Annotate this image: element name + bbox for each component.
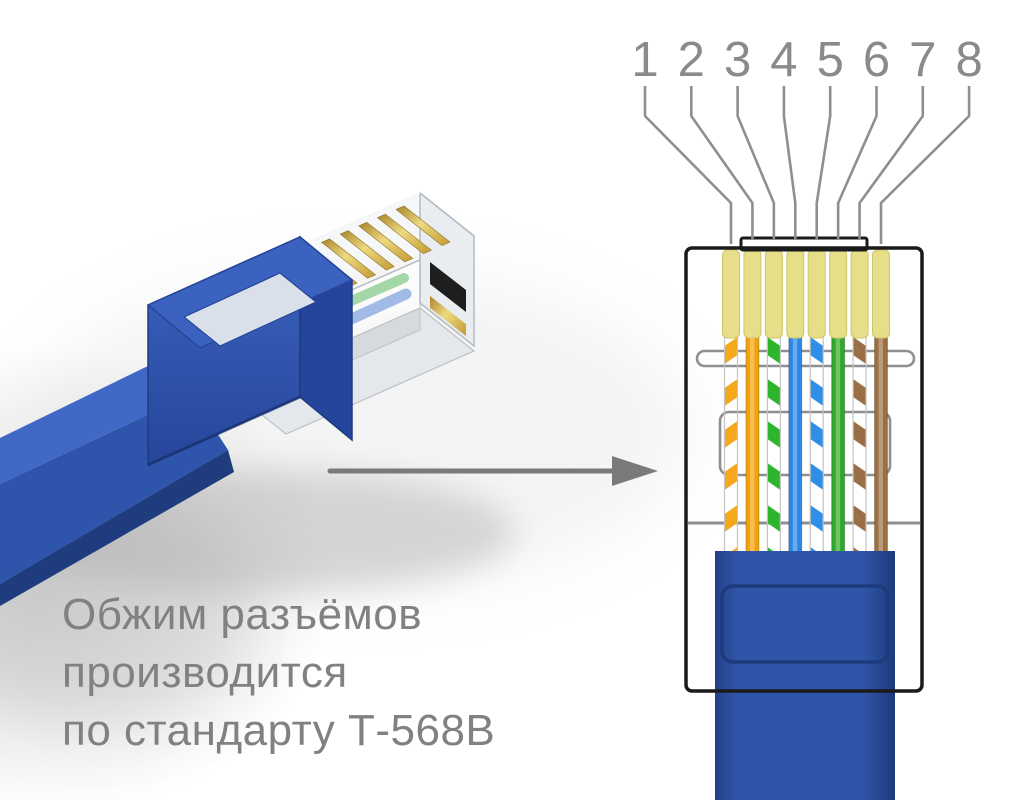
- leader-line-6: [836, 86, 878, 240]
- strain-relief-boot: [146, 235, 354, 467]
- pin-number-label: 3: [724, 33, 751, 87]
- gold-pin-contact: [376, 213, 432, 255]
- pin-number-label: 8: [955, 33, 982, 87]
- wire-white-brown: [852, 336, 867, 553]
- leader-line-5: [815, 86, 832, 240]
- leader-line-3: [736, 86, 776, 240]
- pin-contact-3: [764, 249, 783, 339]
- wire-highlight: [835, 337, 841, 552]
- pin-contact-1: [722, 249, 740, 339]
- connector-outline: [684, 246, 924, 693]
- tip-slot-gold: [430, 296, 466, 336]
- caption-line-1: Обжим разъёмов: [62, 590, 423, 639]
- arrow-right-icon: [327, 456, 658, 486]
- leader-line-8: [879, 86, 971, 244]
- wire-white-green: [766, 336, 781, 553]
- leader-line-4: [782, 86, 797, 240]
- gold-pin-contact: [395, 205, 451, 246]
- leader-line-1: [643, 86, 733, 244]
- pin-number-label: 4: [770, 33, 797, 87]
- pin-contact-5: [807, 249, 826, 339]
- gold-pin-contact: [321, 238, 377, 279]
- caption: Обжим разъёмов производится по стандарту…: [62, 586, 495, 760]
- wire-highlight: [792, 337, 798, 552]
- pin-contact-6: [829, 249, 848, 339]
- cable: [715, 551, 895, 800]
- boot-window: [182, 272, 318, 347]
- caption-line-3: по стандарту Т-568B: [62, 706, 496, 755]
- pin-contact-4: [786, 249, 805, 339]
- pin-number-label: 7: [909, 33, 936, 87]
- wire-highlight: [749, 337, 755, 552]
- wire-highlight: [878, 337, 884, 552]
- contact-bar-guide: [695, 349, 916, 368]
- tip-slot-dark: [430, 262, 466, 312]
- pin-number-label: 1: [631, 33, 658, 87]
- pin-number-label: 6: [863, 33, 890, 87]
- leader-line-2: [689, 86, 754, 240]
- leader-line-7: [858, 86, 925, 240]
- pin-contact-7: [850, 249, 869, 339]
- pin-contact-2: [743, 249, 762, 339]
- pin-contact-8: [872, 249, 891, 339]
- caption-line-2: производится: [62, 648, 348, 697]
- gold-pin-contact: [358, 222, 414, 263]
- wire-white-blue: [809, 336, 824, 553]
- arrow-head: [612, 456, 658, 486]
- gold-pin-contact: [339, 230, 395, 271]
- wire-white-orange: [723, 336, 739, 553]
- cable-jacket-detail: [720, 584, 890, 664]
- strain-latch-guide: [718, 410, 892, 477]
- pin-number-label: 2: [678, 33, 705, 87]
- pin-number-label: 5: [817, 33, 844, 87]
